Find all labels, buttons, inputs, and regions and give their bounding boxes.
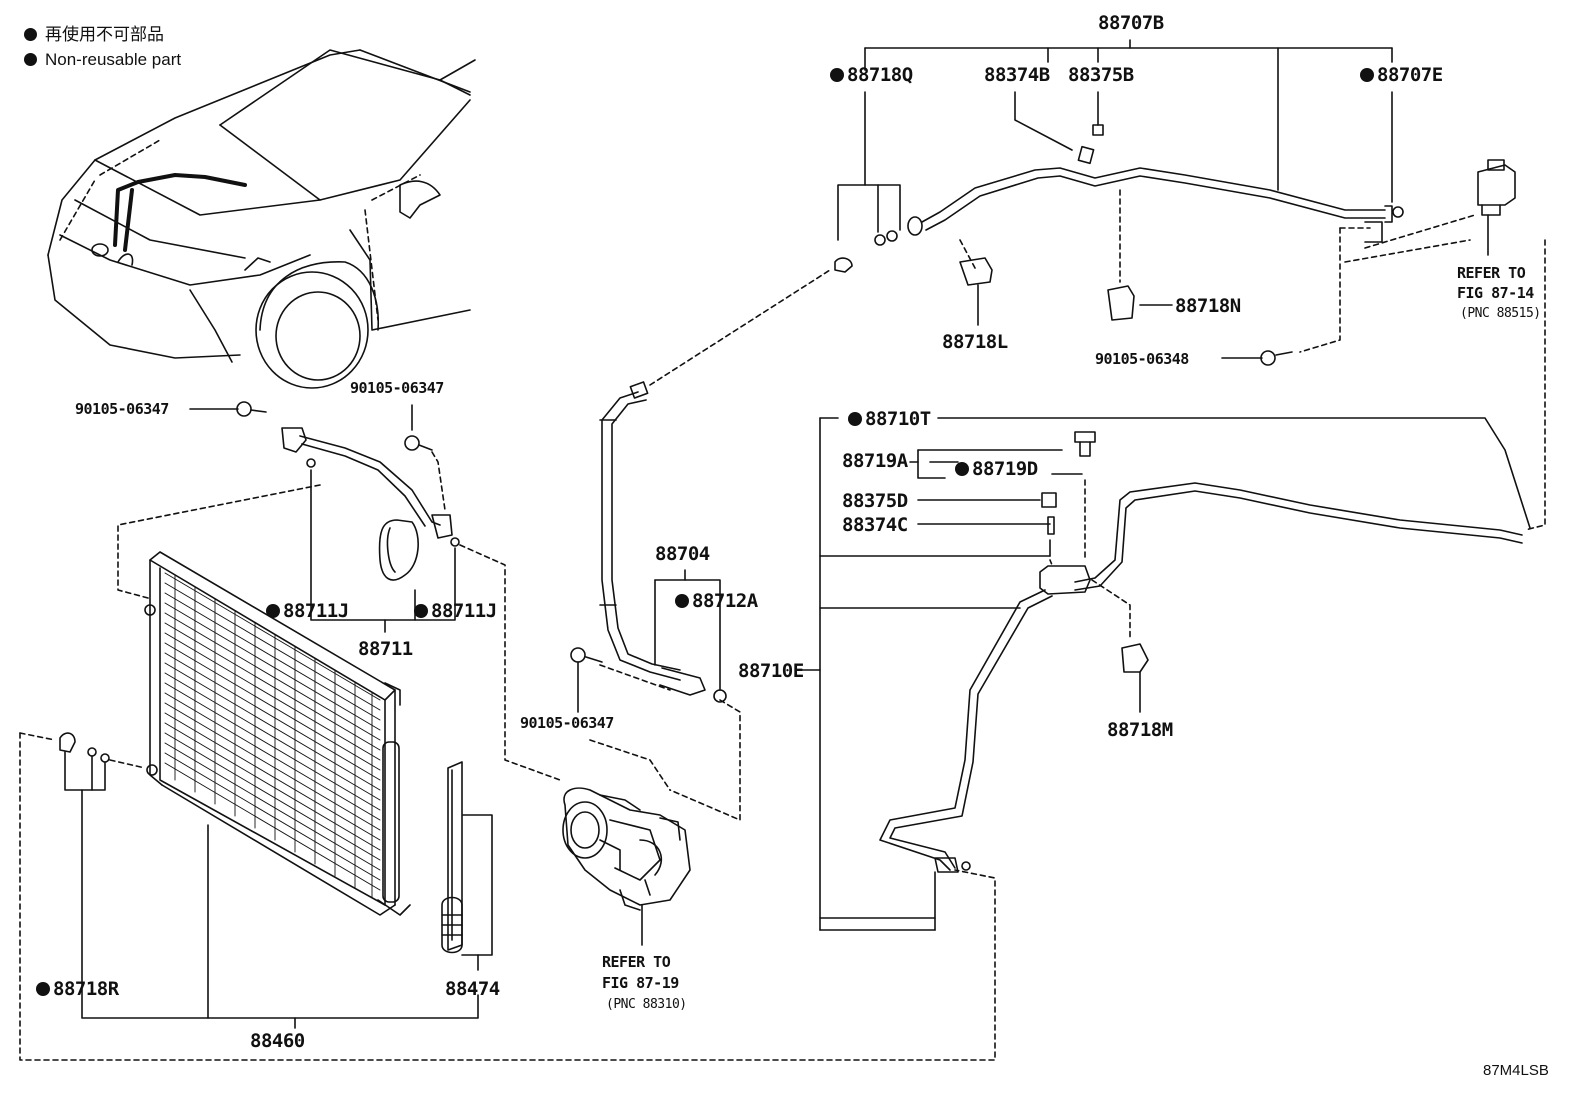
- non-reusable-dot-icon: [675, 594, 689, 608]
- non-reusable-dot-icon: [36, 982, 50, 996]
- ref-87-14-line1[interactable]: REFER TO: [1457, 264, 1526, 282]
- non-reusable-dot-icon: [24, 28, 37, 41]
- label-88719D[interactable]: 88719D: [955, 460, 1038, 479]
- label-88711J-right-text: 88711J: [431, 600, 497, 622]
- label-88718Q-text: 88718Q: [847, 64, 913, 86]
- legend-en-text: Non-reusable part: [45, 50, 182, 69]
- label-88707E[interactable]: 88707E: [1360, 66, 1443, 85]
- label-88718R-text: 88718R: [53, 978, 119, 1000]
- label-88718Q[interactable]: 88718Q: [830, 66, 913, 85]
- label-88707E-text: 88707E: [1377, 64, 1443, 86]
- non-reusable-dot-icon: [24, 53, 37, 66]
- label-88474[interactable]: 88474: [445, 978, 500, 1000]
- non-reusable-dot-icon: [955, 462, 969, 476]
- label-90105-06347-left[interactable]: 90105-06347: [75, 400, 169, 418]
- label-88718R[interactable]: 88718R: [36, 980, 119, 999]
- label-88711J-left-text: 88711J: [283, 600, 349, 622]
- label-88710E[interactable]: 88710E: [738, 660, 804, 682]
- label-88718L[interactable]: 88718L: [942, 331, 1008, 353]
- label-88374C[interactable]: 88374C: [842, 514, 908, 536]
- label-88460[interactable]: 88460: [250, 1030, 305, 1052]
- legend-en: Non-reusable part: [24, 51, 181, 68]
- label-90105-06347-top[interactable]: 90105-06347: [350, 379, 444, 397]
- label-88712A[interactable]: 88712A: [675, 592, 758, 611]
- ref-87-19-line1[interactable]: REFER TO: [602, 953, 671, 971]
- label-88707B[interactable]: 88707B: [1098, 12, 1164, 34]
- label-88719D-text: 88719D: [972, 458, 1038, 480]
- non-reusable-dot-icon: [266, 604, 280, 618]
- label-90105-06348[interactable]: 90105-06348: [1095, 350, 1189, 368]
- car-illustration: [47, 49, 476, 389]
- non-reusable-dot-icon: [414, 604, 428, 618]
- label-88704[interactable]: 88704: [655, 543, 710, 565]
- ref-87-19-line3: (PNC 88310): [606, 997, 687, 1012]
- compressor: [562, 787, 691, 911]
- label-88711J-right[interactable]: 88711J: [414, 602, 497, 621]
- label-88718N[interactable]: 88718N: [1175, 295, 1241, 317]
- label-88712A-text: 88712A: [692, 590, 758, 612]
- label-88374B[interactable]: 88374B: [984, 64, 1050, 86]
- label-88375D[interactable]: 88375D: [842, 490, 908, 512]
- label-88711[interactable]: 88711: [358, 638, 413, 660]
- ref-87-14-line3: (PNC 88515): [1460, 306, 1541, 321]
- ref-87-14-line2[interactable]: FIG 87-14: [1457, 284, 1534, 302]
- label-88710T[interactable]: 88710T: [848, 410, 931, 429]
- label-88710T-text: 88710T: [865, 408, 931, 430]
- condenser: [144, 551, 411, 916]
- non-reusable-dot-icon: [1360, 68, 1374, 82]
- legend-jp-text: 再使用不可部品: [45, 25, 164, 44]
- legend-jp: 再使用不可部品: [24, 26, 164, 43]
- label-88711J-left[interactable]: 88711J: [266, 602, 349, 621]
- non-reusable-dot-icon: [830, 68, 844, 82]
- ref-87-19-line2[interactable]: FIG 87-19: [602, 974, 679, 992]
- label-90105-06347-center[interactable]: 90105-06347: [520, 714, 614, 732]
- non-reusable-dot-icon: [848, 412, 862, 426]
- label-88719A[interactable]: 88719A: [842, 450, 908, 472]
- label-88718M[interactable]: 88718M: [1107, 719, 1173, 741]
- label-88375B[interactable]: 88375B: [1068, 64, 1134, 86]
- diagram-code: 87M4LSB: [1483, 1062, 1549, 1079]
